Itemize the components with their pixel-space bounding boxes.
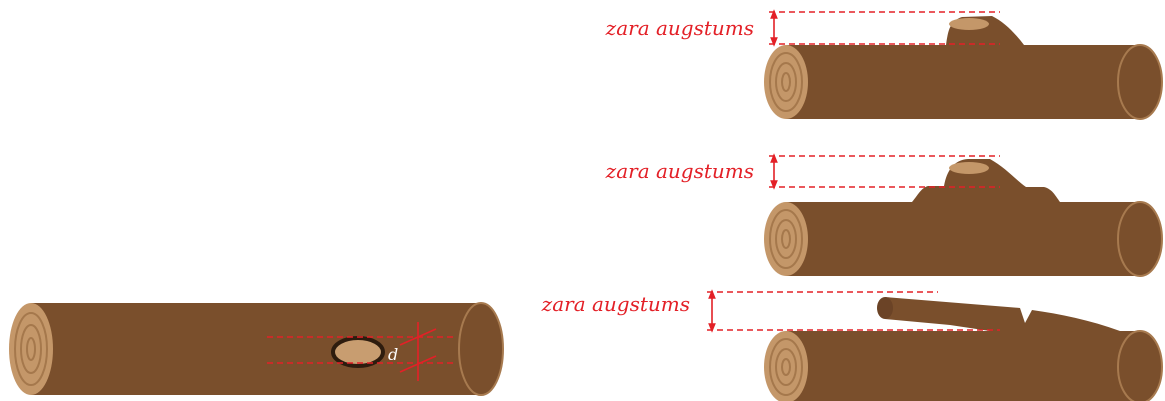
branch-height-label: zara augstums: [605, 16, 754, 40]
log-end-cap: [1117, 201, 1163, 277]
log-end-cap: [1117, 44, 1163, 120]
diameter-label: d: [388, 345, 398, 364]
log-top: zara augstums: [605, 9, 1163, 120]
branch-icon: [885, 297, 1120, 331]
log-end-face-icon: [764, 202, 808, 276]
log-body: [31, 303, 503, 395]
log-middle: zara augstums: [605, 153, 1163, 277]
log-end-cap: [458, 302, 504, 396]
log-body: [786, 331, 1157, 401]
log-end-face-icon: [764, 331, 808, 401]
log-end-face-icon: [764, 45, 808, 119]
log-end-face-icon: [9, 303, 53, 395]
diameter-marker: [267, 322, 456, 381]
left-log: d: [9, 302, 504, 396]
knot-icon: [331, 336, 385, 368]
log-bottom: zara augstums: [541, 289, 1163, 401]
branch-stub-face: [949, 18, 989, 30]
log-body: [786, 159, 1162, 276]
branch-height-label: zara augstums: [541, 292, 690, 316]
branch-height-label: zara augstums: [605, 159, 754, 183]
log-end-cap: [1117, 330, 1163, 401]
log-body: [786, 45, 1162, 119]
branch-stub-face: [877, 297, 893, 319]
branch-stub-face: [949, 162, 989, 174]
